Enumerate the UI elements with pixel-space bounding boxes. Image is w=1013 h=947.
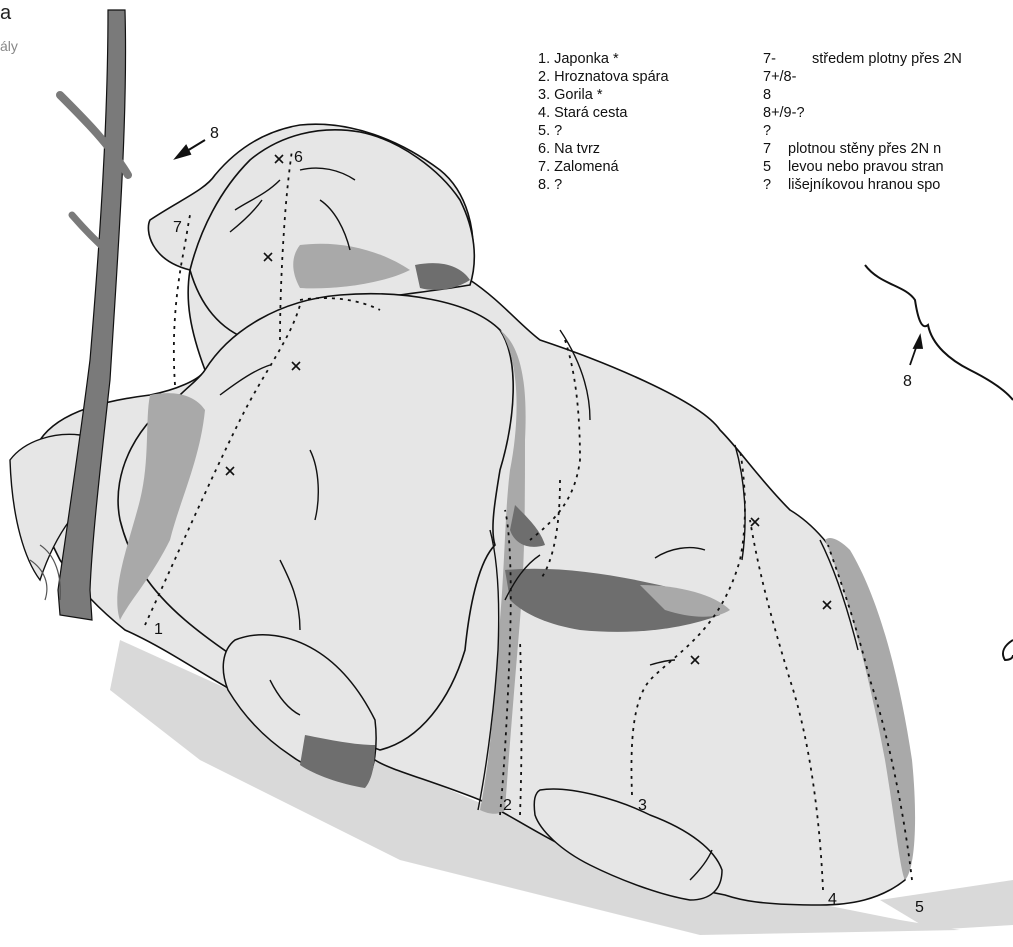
right-outline-lower (1003, 640, 1013, 660)
route-label-8b: 8 (903, 373, 912, 390)
route-name: 4. Stará cesta (538, 104, 627, 122)
route-desc: plotnou stěny přes 2N n (788, 140, 941, 158)
route-grade: 8+/9-? (763, 104, 805, 122)
route-label-4: 4 (828, 891, 837, 908)
arrow-8-left (176, 140, 205, 158)
route-grade: ? (763, 122, 771, 140)
route-grade: ? (763, 176, 771, 194)
route-label-2: 2 (503, 797, 512, 814)
route-grade: 7 (763, 140, 771, 158)
route-grade: 5 (763, 158, 771, 176)
route-desc: lišejníkovou hranou spo (788, 176, 940, 194)
route-name: 1. Japonka * (538, 50, 619, 68)
route-label-1: 1 (154, 621, 163, 638)
route-grade: 8 (763, 86, 771, 104)
right-outline (865, 265, 1013, 400)
route-label-6: 6 (294, 149, 303, 166)
route-label-8: 8 (210, 125, 219, 142)
route-label-5: 5 (915, 899, 924, 916)
route-desc: levou nebo pravou stran (788, 158, 944, 176)
route-label-3: 3 (638, 797, 647, 814)
route-desc: středem plotny přes 2N (812, 50, 962, 68)
route-name: 7. Zalomená (538, 158, 619, 176)
route-name: 3. Gorila * (538, 86, 602, 104)
arrow-8-right (910, 336, 922, 365)
route-name: 5. ? (538, 122, 562, 140)
route-grade: 7+/8- (763, 68, 796, 86)
route-name: 2. Hroznatova spára (538, 68, 669, 86)
route-grade: 7- (763, 50, 776, 68)
route-label-7: 7 (173, 219, 182, 236)
route-name: 8. ? (538, 176, 562, 194)
route-name: 6. Na tvrz (538, 140, 600, 158)
